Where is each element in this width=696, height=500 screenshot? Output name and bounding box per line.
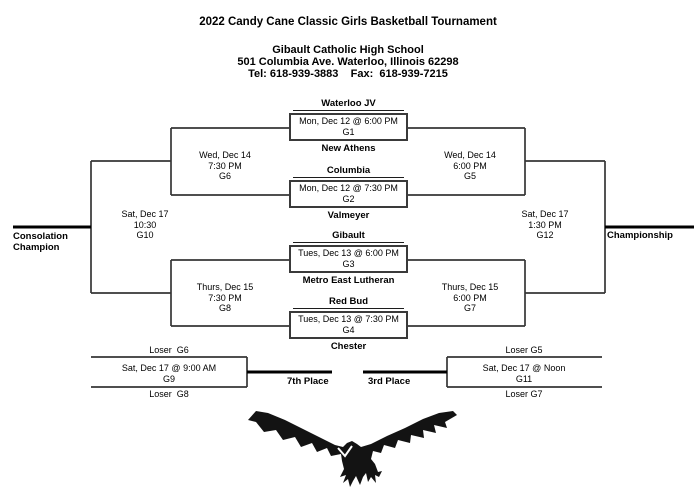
game-schedule: Sat, Dec 17 @ 9:00 AM xyxy=(121,363,217,373)
seventh-bottom-feed: Loser G8 xyxy=(149,389,189,399)
team-name: Valmeyer xyxy=(327,210,370,221)
game-number: G12 xyxy=(536,230,554,240)
game-date: Sat, Dec 17 xyxy=(121,209,169,219)
game-label-g6: Wed, Dec 14 7:30 PM G6 xyxy=(180,150,270,182)
game-box-g1: Mon, Dec 12 @ 6:00 PM G1 xyxy=(289,113,408,141)
game-label-g10: Sat, Dec 17 10:30 G10 xyxy=(100,209,190,241)
game-label-g7: Thurs, Dec 15 6:00 PM G7 xyxy=(425,282,515,314)
game-unit-g4: Red Bud Tues, Dec 13 @ 7:30 PM G4 Cheste… xyxy=(289,296,408,352)
team-name: Red Bud xyxy=(293,296,404,309)
game-number: G8 xyxy=(218,303,231,313)
game-unit-g1: Waterloo JV Mon, Dec 12 @ 6:00 PM G1 New… xyxy=(289,98,408,154)
game-number: G11 xyxy=(515,374,533,384)
game-schedule: Mon, Dec 12 @ 6:00 PM xyxy=(299,116,398,126)
school-address: 501 Columbia Ave. Waterloo, Illinois 622… xyxy=(237,56,459,68)
game-time: 1:30 PM xyxy=(528,219,562,230)
game-box-g2: Mon, Dec 12 @ 7:30 PM G2 xyxy=(289,180,408,208)
game-number: G7 xyxy=(463,303,476,313)
game-time: 7:30 PM xyxy=(208,160,242,171)
page-title: 2022 Candy Cane Classic Girls Basketball… xyxy=(199,16,497,28)
game-schedule: Mon, Dec 12 @ 7:30 PM xyxy=(299,183,398,193)
game-time: 6:00 PM xyxy=(453,160,487,171)
game-date: Thurs, Dec 15 xyxy=(196,282,254,292)
eagle-icon xyxy=(248,411,457,487)
team-name: Gibault xyxy=(293,230,404,243)
game-label-g12: Sat, Dec 17 1:30 PM G12 xyxy=(500,209,590,241)
third-place-label: 3rd Place xyxy=(368,376,411,387)
eagle-head-highlight xyxy=(337,445,353,458)
game-time: 6:00 PM xyxy=(453,292,487,303)
game-unit-g2: Columbia Mon, Dec 12 @ 7:30 PM G2 Valmey… xyxy=(289,165,408,221)
game-time: 10:30 xyxy=(133,219,157,230)
third-bottom-feed: Loser G7 xyxy=(505,389,543,399)
seventh-place-label: 7th Place xyxy=(287,376,329,387)
championship-label: Championship xyxy=(607,230,673,241)
game-number: G5 xyxy=(463,171,476,181)
third-top-feed: Loser G5 xyxy=(505,345,543,355)
game-number: G6 xyxy=(218,171,231,181)
team-name: New Athens xyxy=(321,143,376,154)
game-label-g5: Wed, Dec 14 6:00 PM G5 xyxy=(425,150,515,182)
team-name: Metro East Lutheran xyxy=(302,275,395,286)
game-date: Sat, Dec 17 xyxy=(521,209,569,219)
team-name: Columbia xyxy=(293,165,404,178)
school-name: Gibault Catholic High School xyxy=(272,44,424,56)
game-date: Wed, Dec 14 xyxy=(444,150,496,160)
consolation-label-line2: Champion xyxy=(13,242,60,253)
team-name: Chester xyxy=(330,341,367,352)
consolation-champion-label: Consolation Champion xyxy=(13,231,68,253)
game-number: G4 xyxy=(342,325,355,335)
game-schedule: Tues, Dec 13 @ 6:00 PM xyxy=(298,248,399,258)
game-label-g8: Thurs, Dec 15 7:30 PM G8 xyxy=(180,282,270,314)
school-contact: Tel: 618-939-3883 Fax: 618-939-7215 xyxy=(248,68,448,80)
game-label-g11: Sat, Dec 17 @ Noon G11 xyxy=(459,363,589,385)
game-number: G3 xyxy=(342,259,355,269)
game-number: G1 xyxy=(342,127,355,137)
game-schedule: Tues, Dec 13 @ 7:30 PM xyxy=(298,314,399,324)
game-box-g4: Tues, Dec 13 @ 7:30 PM G4 xyxy=(289,311,408,339)
game-number: G2 xyxy=(342,194,355,204)
consolation-label-line1: Consolation xyxy=(13,231,68,242)
game-schedule: Sat, Dec 17 @ Noon xyxy=(482,363,566,373)
game-number: G10 xyxy=(136,230,154,240)
game-box-g3: Tues, Dec 13 @ 6:00 PM G3 xyxy=(289,245,408,273)
game-unit-g3: Gibault Tues, Dec 13 @ 6:00 PM G3 Metro … xyxy=(289,230,408,286)
game-number: G9 xyxy=(162,374,175,384)
team-name: Waterloo JV xyxy=(293,98,404,111)
game-time: 7:30 PM xyxy=(208,292,242,303)
game-date: Thurs, Dec 15 xyxy=(441,282,499,292)
game-label-g9: Sat, Dec 17 @ 9:00 AM G9 xyxy=(104,363,234,385)
seventh-top-feed: Loser G6 xyxy=(149,345,189,355)
game-date: Wed, Dec 14 xyxy=(199,150,251,160)
